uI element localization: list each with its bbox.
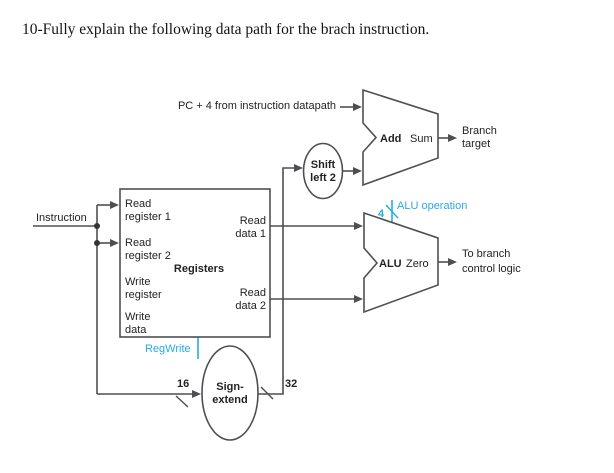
port-write-register: Write: [125, 276, 150, 288]
bus-width-tick-32: [260, 386, 274, 400]
bus-width-tick-4: [385, 204, 399, 219]
port-read-register-2: register 2: [125, 250, 171, 262]
port-read-register-2: Read: [125, 237, 151, 249]
adder-label: Add: [380, 133, 401, 145]
port-read-data-2: data 2: [235, 300, 266, 312]
sign-extend-output-wire: [258, 164, 303, 395]
alu-zero-label: Zero: [406, 258, 429, 270]
branch-control-label: control logic: [462, 263, 521, 275]
shift-left-2-label: left 2: [310, 172, 336, 184]
instruction-label: Instruction: [36, 212, 87, 224]
alu-unit: [363, 211, 439, 314]
adder-sum-label: Sum: [410, 133, 433, 145]
shift-left-2-label: Shift: [311, 159, 336, 171]
registers-title: Registers: [174, 263, 224, 275]
regwrite-label: RegWrite: [145, 343, 191, 355]
bus-width-32: 32: [285, 378, 297, 390]
shift-left-2-ellipse: [302, 142, 344, 200]
port-write-register: register: [125, 289, 162, 301]
pc4-label: PC + 4 from instruction datapath: [178, 100, 336, 112]
port-read-data-1: Read: [240, 215, 266, 227]
sign-extend-label: Sign-: [216, 381, 244, 393]
bus-width-16: 16: [177, 378, 189, 390]
alu-label: ALU: [379, 258, 402, 270]
port-write-data: Write: [125, 311, 150, 323]
adder-unit: [362, 88, 439, 187]
port-read-data-1: data 1: [235, 228, 266, 240]
branch-control-label: To branch: [462, 248, 510, 260]
alu-operation-label: ALU operation: [397, 200, 467, 212]
branch-target-label: Branch: [462, 125, 497, 137]
sign-extend-ellipse: [201, 345, 259, 441]
registers-box: [119, 188, 271, 338]
port-write-data: data: [125, 324, 147, 336]
question-title: 10-Fully explain the following data path…: [22, 21, 430, 38]
bus-width-4: 4: [378, 208, 385, 220]
junction-dot: [94, 223, 100, 229]
port-read-data-2: Read: [240, 287, 266, 299]
junction-dot: [94, 240, 100, 246]
sign-extend-label: extend: [212, 394, 247, 406]
port-read-register-1: register 1: [125, 211, 171, 223]
bus-width-tick-16: [175, 395, 189, 408]
branch-target-label: target: [462, 138, 490, 150]
port-read-register-1: Read: [125, 198, 151, 210]
